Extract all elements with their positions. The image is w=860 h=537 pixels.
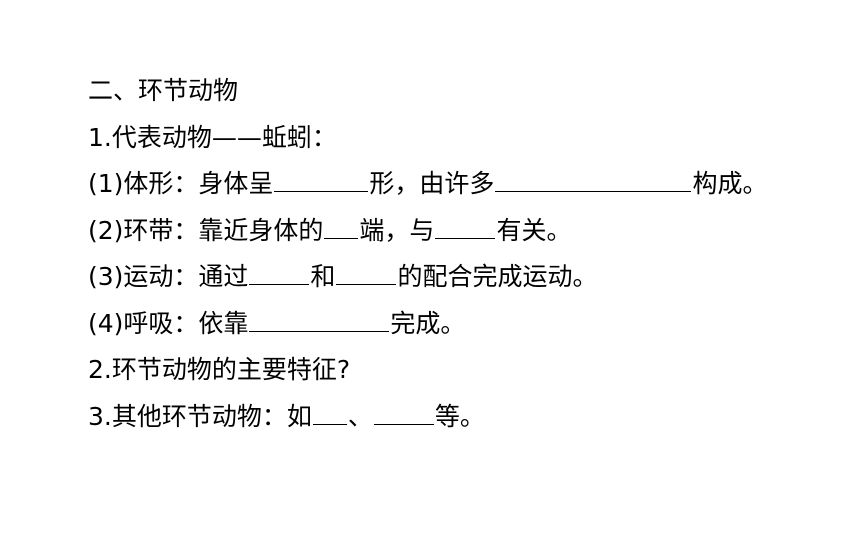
sub-item-3-text-c: 的配合完成运动。 — [397, 262, 598, 291]
fill-blank-related-to[interactable] — [435, 214, 496, 239]
fill-blank-respiration[interactable] — [249, 307, 390, 332]
sub-item-movement: (3)运动：通过 和 的配合完成运动。 — [88, 254, 848, 301]
fill-blank-body-shape[interactable] — [274, 167, 369, 192]
item-1-text: 1.代表动物——蚯蚓： — [88, 122, 337, 152]
sub-item-clitellum: (2)环带：靠近身体的 端，与 有关。 — [88, 208, 848, 255]
section-title: 二、环节动物 — [88, 68, 848, 115]
sub-item-body-shape: (1)体形：身体呈 形，由许多 构成。 — [88, 161, 848, 208]
fill-blank-segments[interactable] — [495, 167, 692, 192]
sub-item-1-text-b: 形，由许多 — [369, 169, 495, 198]
item-3-text-a: 3.其他环节动物：如 — [88, 401, 312, 431]
item-2-text: 2.环节动物的主要特征? — [88, 355, 351, 384]
sub-item-2-text-c: 有关。 — [496, 215, 572, 245]
item-3-other-annelids: 3.其他环节动物：如 、 等。 — [88, 394, 848, 441]
sub-item-1-text-c: 构成。 — [692, 169, 768, 198]
section-title-text: 二、环节动物 — [88, 76, 239, 105]
item-1-heading: 1.代表动物——蚯蚓： — [88, 115, 848, 162]
sub-item-respiration: (4)呼吸：依靠 完成。 — [88, 301, 848, 348]
fill-blank-example-1[interactable] — [312, 400, 347, 425]
sub-item-3-text-b: 和 — [310, 262, 336, 291]
fill-blank-example-2[interactable] — [373, 400, 434, 425]
fill-blank-movement-1[interactable] — [249, 260, 310, 285]
fill-blank-end[interactable] — [324, 214, 359, 239]
sub-item-2-text-a: (2)环带：靠近身体的 — [88, 215, 324, 245]
sub-item-4-text-b: 完成。 — [390, 308, 466, 338]
sub-item-2-text-b: 端，与 — [359, 215, 435, 245]
document-body: 二、环节动物 1.代表动物——蚯蚓： (1)体形：身体呈 形，由许多 构成。 (2)… — [88, 68, 848, 440]
sub-item-4-text-a: (4)呼吸：依靠 — [88, 308, 249, 338]
sub-item-3-text-a: (3)运动：通过 — [88, 262, 249, 291]
item-3-text-c: 等。 — [434, 401, 485, 431]
item-3-text-b: 、 — [347, 401, 373, 431]
fill-blank-movement-2[interactable] — [336, 260, 397, 285]
item-2-question: 2.环节动物的主要特征? — [88, 347, 848, 394]
sub-item-1-text-a: (1)体形：身体呈 — [88, 169, 274, 198]
